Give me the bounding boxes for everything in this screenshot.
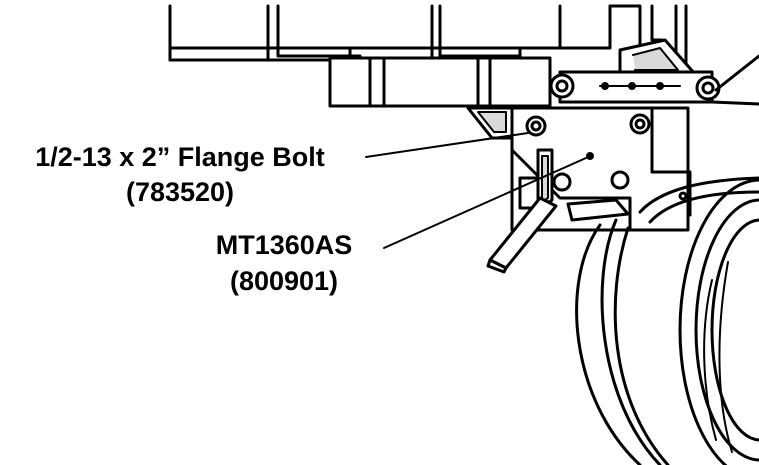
bolt-leader-line bbox=[365, 132, 529, 158]
wheel-assembly bbox=[575, 176, 759, 465]
cross-tube bbox=[328, 54, 759, 108]
mount-callout-name: MT1360AS bbox=[215, 230, 353, 260]
mount-callout-part-number: (800901) bbox=[229, 266, 339, 296]
bolt-callout-part-number: (783520) bbox=[125, 177, 235, 207]
gusset-bracket bbox=[618, 38, 697, 76]
mount-plate bbox=[466, 106, 692, 232]
bolt-callout-name: 1/2-13 x 2” Flange Bolt bbox=[35, 142, 325, 172]
swing-arm bbox=[486, 148, 630, 274]
mount-leader-line bbox=[383, 157, 587, 249]
